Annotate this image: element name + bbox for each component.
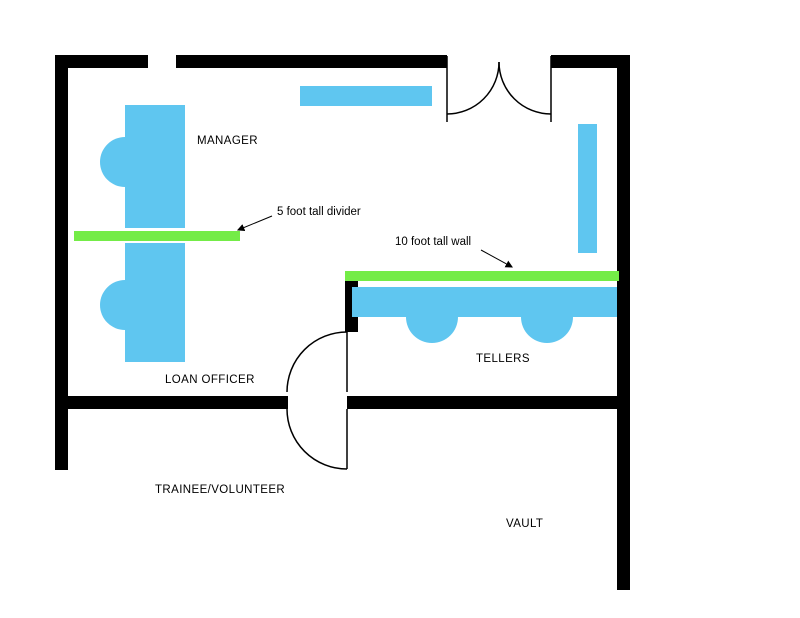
divider-note-arrow	[236, 215, 273, 232]
wall-middle-right	[347, 396, 617, 409]
wall-note-arrow	[480, 249, 513, 268]
doors	[286, 56, 552, 470]
loan-officer-label: LOAN OFFICER	[165, 374, 255, 386]
shelf-right	[578, 124, 597, 253]
double-door-swing-left	[446, 61, 500, 115]
wall-middle-left	[55, 396, 288, 409]
trainee-volunteer-label: TRAINEE/VOLUNTEER	[155, 484, 285, 496]
teller-window-1	[406, 317, 458, 343]
green-partitions	[74, 231, 619, 281]
interior-door-lower-swing	[286, 408, 348, 470]
annotation-arrows	[236, 215, 513, 268]
manager-label: MANAGER	[197, 135, 258, 147]
tellers-label: TELLERS	[476, 353, 530, 365]
loan-officer-chair	[100, 280, 125, 330]
vault-label: VAULT	[506, 518, 543, 530]
wall-top-middle	[176, 55, 447, 68]
wall-right	[617, 55, 630, 590]
double-door-swing-right	[498, 61, 552, 115]
teller-window-2	[521, 317, 573, 343]
teller-counter	[352, 287, 617, 317]
manager-chair	[100, 137, 125, 187]
wall-left	[55, 55, 68, 470]
wall-top-left	[55, 55, 148, 68]
manager-desk	[125, 105, 185, 228]
wall-note-label: 10 foot tall wall	[395, 236, 471, 248]
wall-10ft	[345, 271, 619, 281]
divider-5ft	[74, 231, 240, 241]
labels: MANAGER LOAN OFFICER TELLERS TRAINEE/VOL…	[155, 135, 543, 530]
loan-officer-desk	[125, 243, 185, 362]
shelf-top	[300, 86, 432, 106]
divider-note-label: 5 foot tall divider	[277, 206, 361, 218]
wall-top-right	[551, 55, 630, 68]
furniture	[100, 86, 617, 362]
interior-door-upper-swing	[286, 331, 348, 393]
